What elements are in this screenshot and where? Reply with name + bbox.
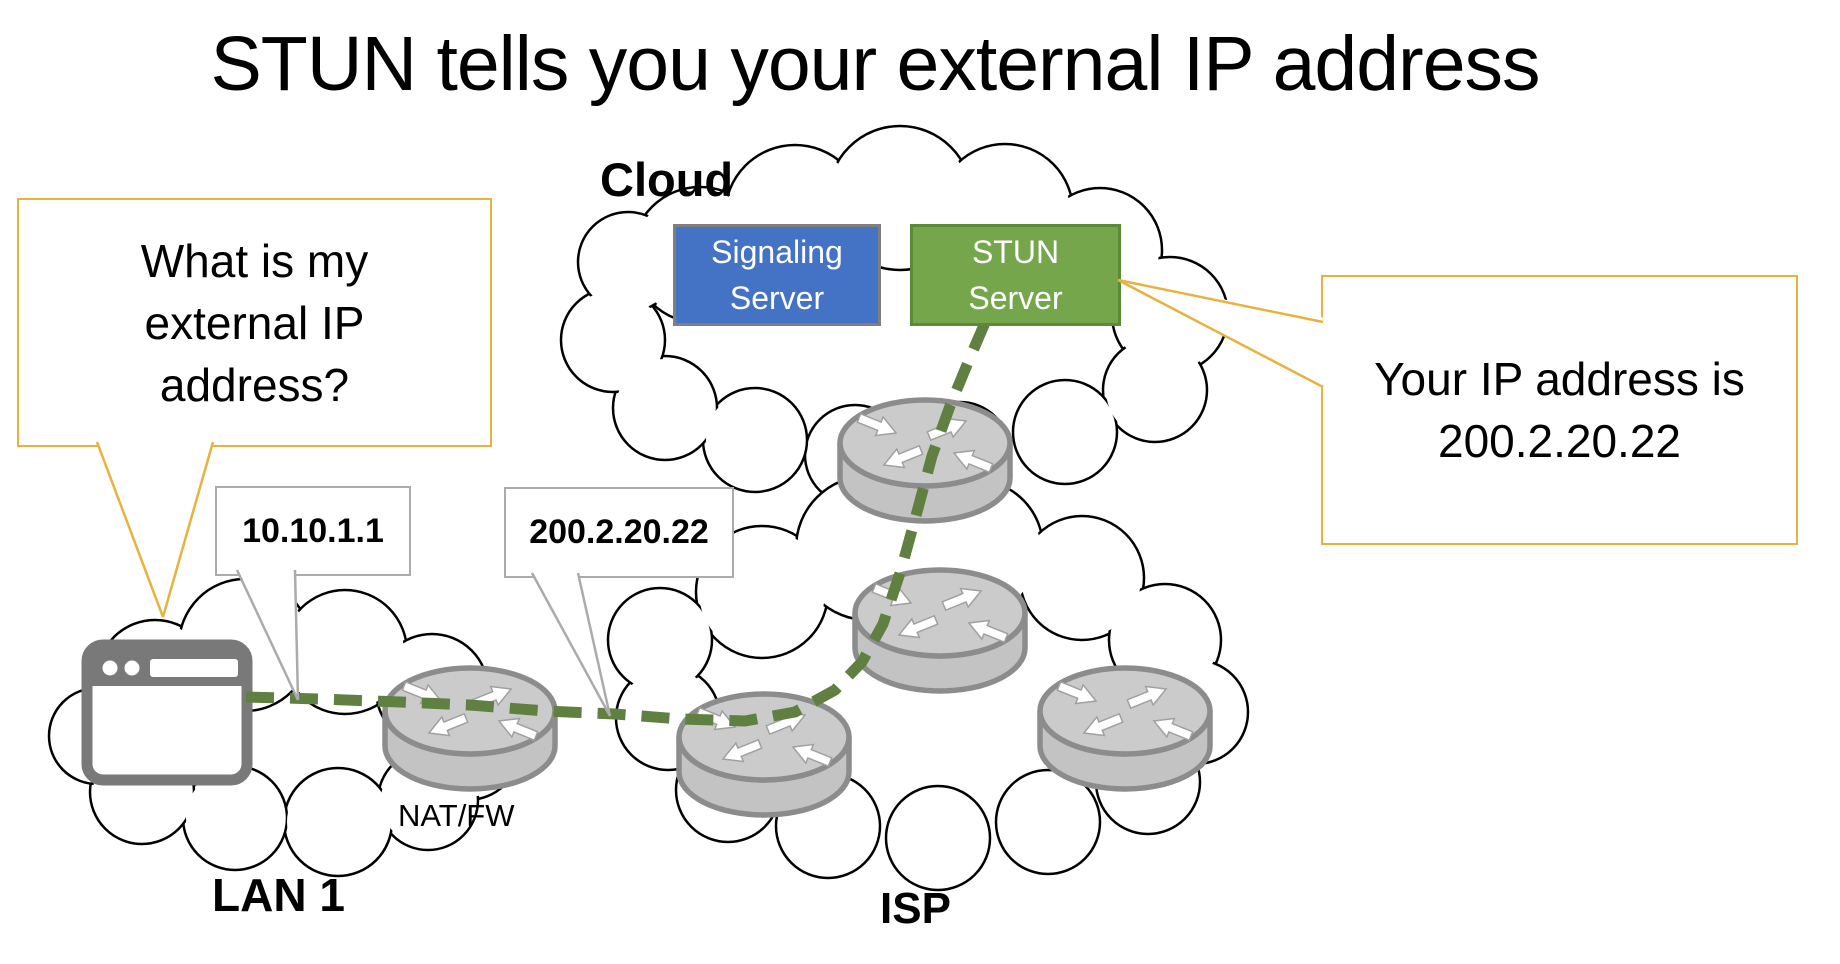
question-callout-text: What is my external IP address? xyxy=(140,234,369,411)
cloud-label: Cloud xyxy=(600,153,734,206)
signaling-server-box: Signaling Server xyxy=(673,224,881,326)
answer-callout: Your IP address is 200.2.20.22 xyxy=(1321,275,1798,545)
isp-label: ISP xyxy=(880,884,951,933)
stun-server-label: STUN Server xyxy=(968,234,1063,316)
public-ip-text: 200.2.20.22 xyxy=(529,513,709,551)
browser-window-icon xyxy=(81,639,253,786)
private-ip-text: 10.10.1.1 xyxy=(242,511,384,550)
router-icon-nat-fw xyxy=(385,668,555,789)
lan-label: LAN 1 xyxy=(212,869,345,921)
question-callout: What is my external IP address? xyxy=(17,198,492,447)
public-ip-callout: 200.2.20.22 xyxy=(504,487,734,578)
answer-callout-text: Your IP address is 200.2.20.22 xyxy=(1374,353,1745,467)
slide-title: STUN tells you your external IP address xyxy=(210,21,1540,107)
private-ip-callout: 10.10.1.1 xyxy=(215,486,411,576)
stun-traffic-dashed-path xyxy=(245,315,993,727)
router-icon-isp-right xyxy=(1040,668,1210,789)
stun-server-box: STUN Server xyxy=(910,224,1121,326)
nat-fw-label: NAT/FW xyxy=(398,798,515,833)
router-icon-isp-left xyxy=(679,694,849,815)
signaling-server-label: Signaling Server xyxy=(711,234,843,316)
